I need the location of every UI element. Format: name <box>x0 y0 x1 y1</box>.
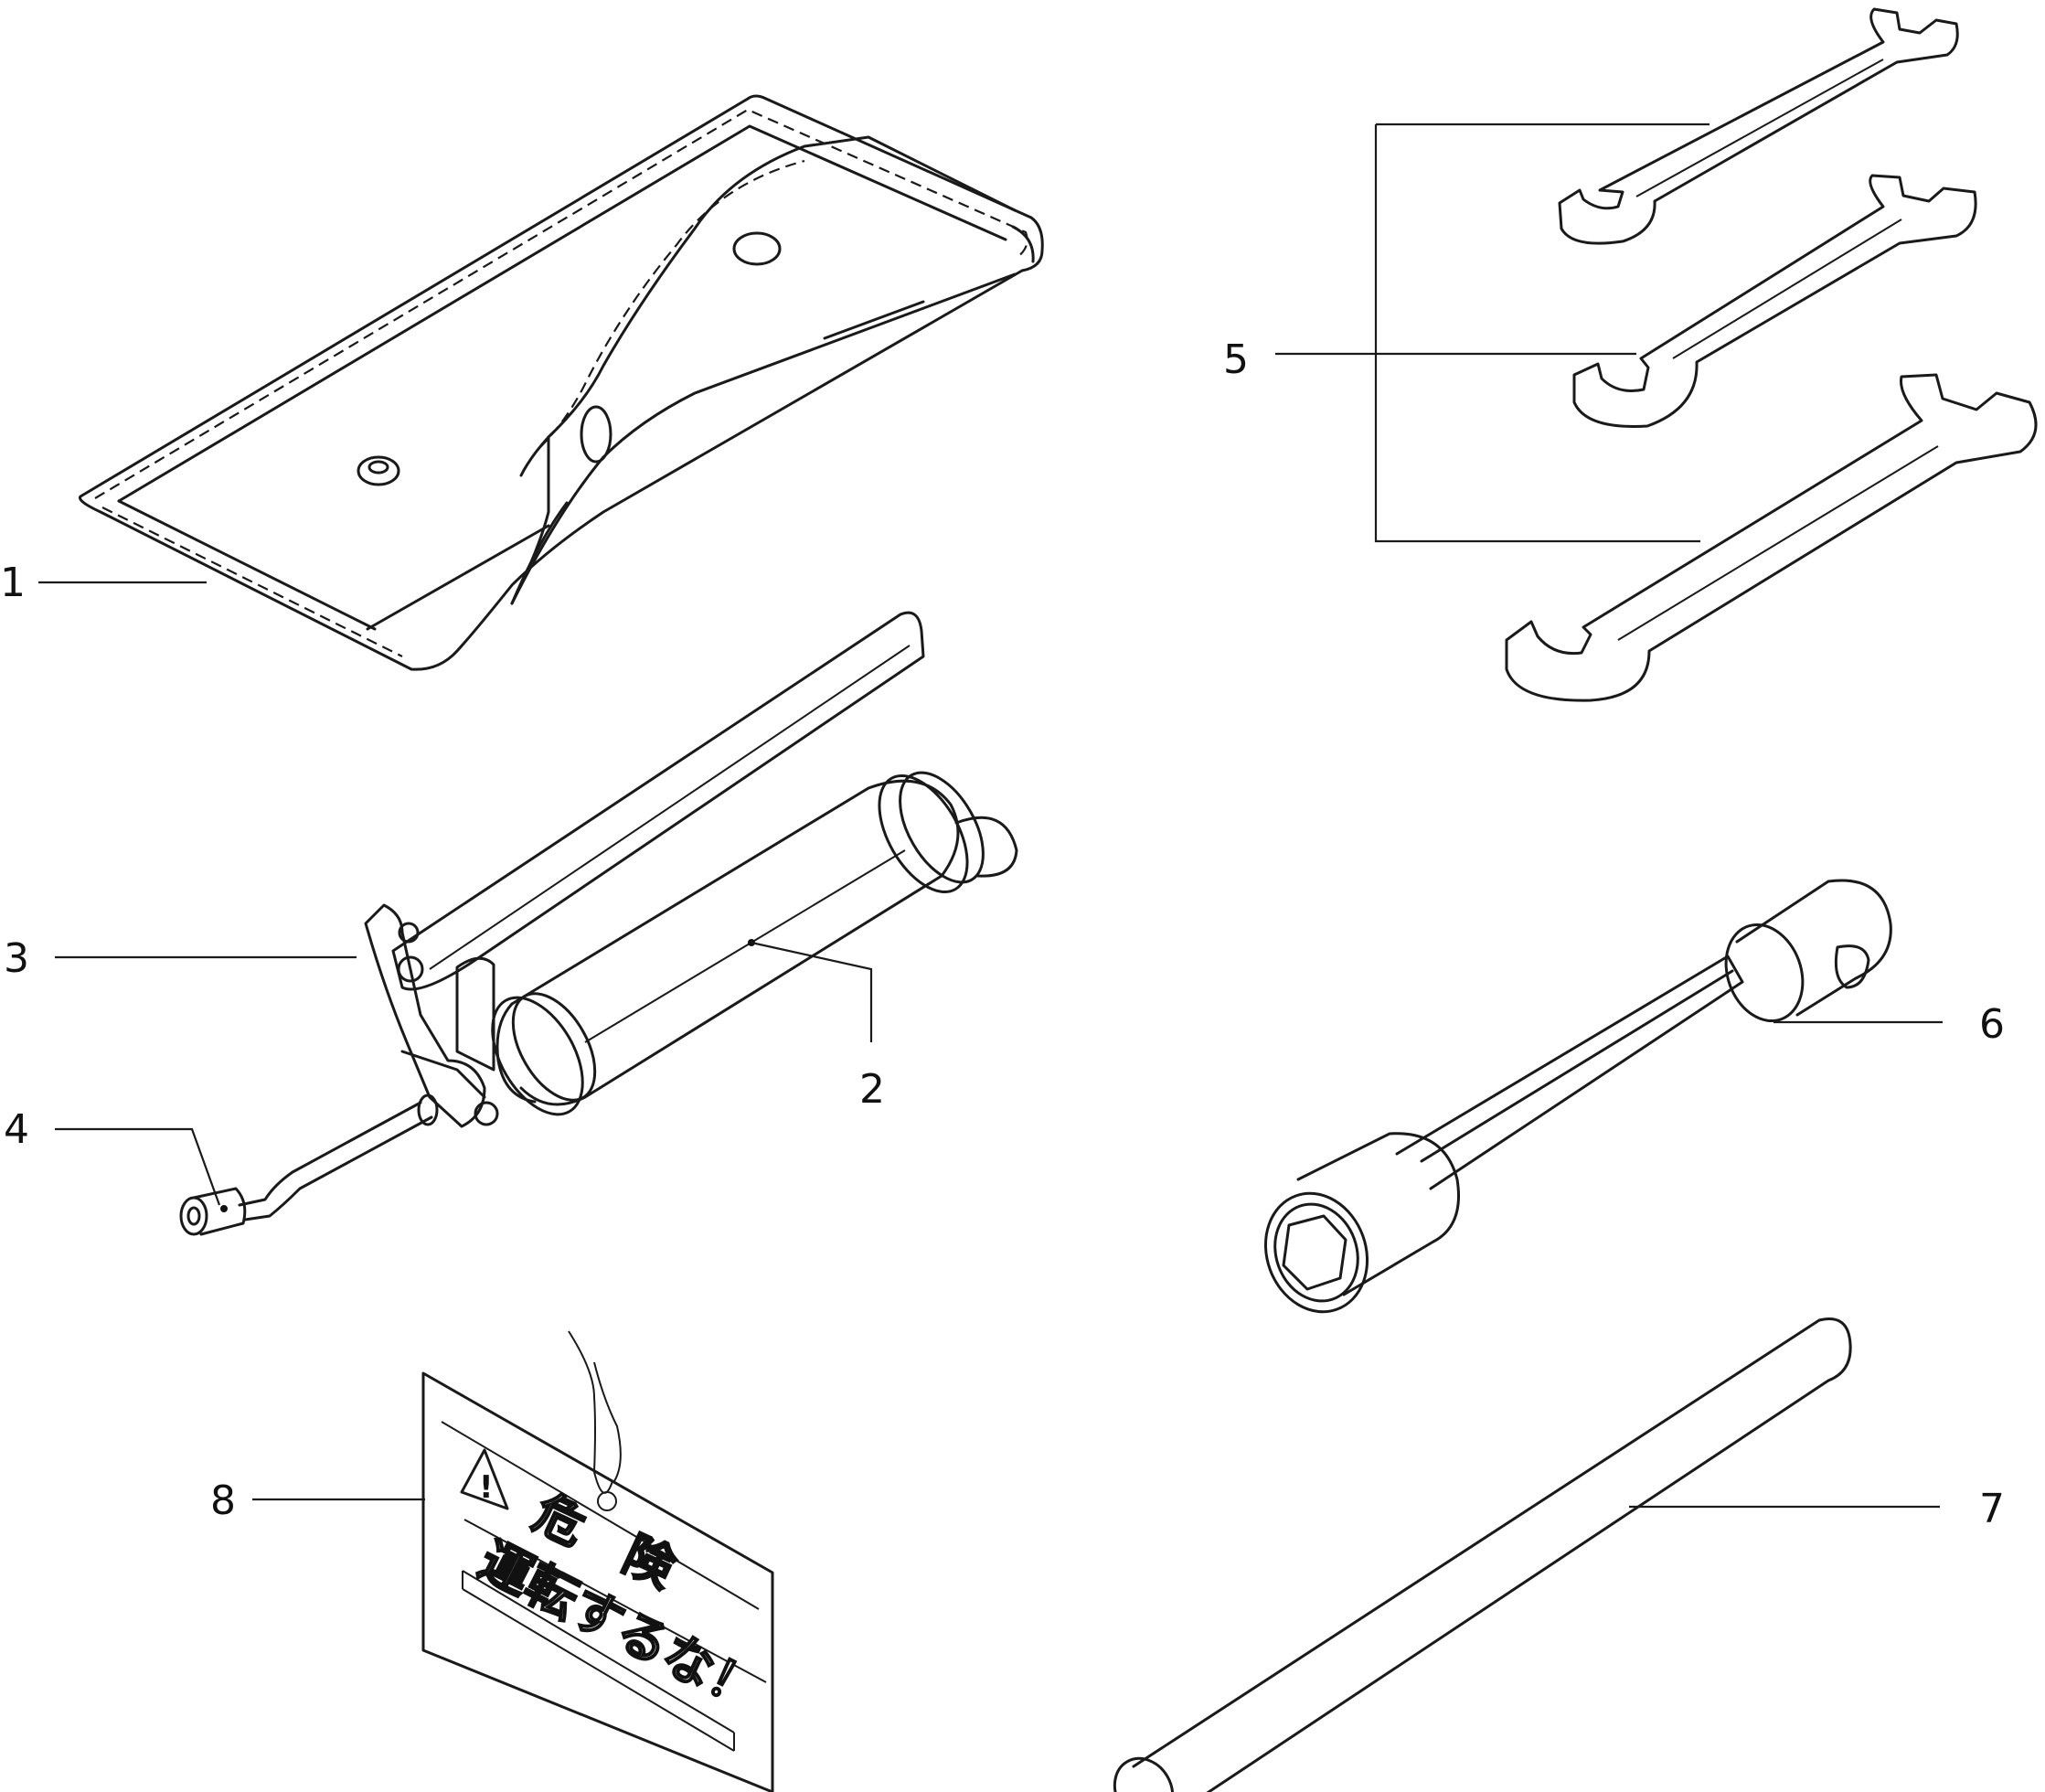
callout-1: 1 <box>0 560 26 606</box>
box-wrench <box>1263 879 1892 1314</box>
callout-6: 6 <box>1979 1001 2005 1048</box>
callout-8: 8 <box>210 1477 236 1524</box>
warning-tag: ! 危 険 運転するな！ <box>421 1330 774 1792</box>
callout-4: 4 <box>4 1106 29 1153</box>
bar-handle <box>1113 1317 1852 1792</box>
callout-7: 7 <box>1979 1486 2005 1532</box>
callout-3: 3 <box>4 935 29 982</box>
grease-gun <box>179 611 1018 1236</box>
svg-text:!: ! <box>479 1469 494 1506</box>
callout-labels: 1 2 3 4 5 6 7 8 <box>0 336 2005 1532</box>
callout-5: 5 <box>1223 336 1249 383</box>
wrench-set <box>1505 7 2038 702</box>
leader-lines <box>38 123 1943 1509</box>
callout-2: 2 <box>859 1066 885 1113</box>
tool-pouch <box>79 94 1044 671</box>
